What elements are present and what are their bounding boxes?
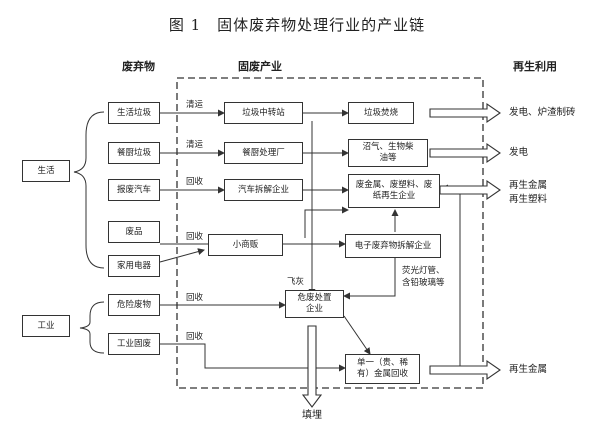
node-vendor: 小商贩 xyxy=(208,234,283,256)
node-biogas-line2: 油等 xyxy=(379,153,397,163)
label-recover-3: 回收 xyxy=(186,293,204,303)
label-landfill: 填埋 xyxy=(302,410,322,421)
source-industrial: 工业固废 xyxy=(108,333,160,355)
header-reuse: 再生利用 xyxy=(513,60,557,73)
brace-life xyxy=(73,111,105,269)
node-metal-recovery: 单一（贵、稀 有）金属回收 xyxy=(345,354,420,384)
label-fly-ash: 飞灰 xyxy=(287,277,305,287)
node-transfer-station: 垃圾中转站 xyxy=(224,102,303,124)
header-industry: 固废产业 xyxy=(238,60,282,73)
node-incineration: 垃圾焚烧 xyxy=(348,102,414,124)
output-renew-metal: 再生金属 xyxy=(509,180,548,191)
node-metal-line2: 有）金属回收 xyxy=(356,369,408,379)
output-power: 发电 xyxy=(509,147,529,158)
source-waste-goods: 废品 xyxy=(108,221,160,243)
landfill-arrow xyxy=(301,325,323,408)
source-scrap-car: 报废汽车 xyxy=(108,179,160,201)
node-car-dismantling: 汽车拆解企业 xyxy=(224,179,303,201)
figure-title: 图 1 固体废弃物处理行业的产业链 xyxy=(168,16,426,34)
node-recycling-line1: 废金属、废塑料、废 xyxy=(355,180,433,190)
output-arrow-2 xyxy=(429,142,501,164)
group-life: 生活 xyxy=(22,160,70,182)
source-domestic: 生活垃圾 xyxy=(108,102,160,124)
node-biogas: 沼气、生物柴 油等 xyxy=(348,139,428,167)
node-hazardous-disposal: 危废处置 企业 xyxy=(285,290,344,318)
group-industry: 工业 xyxy=(22,315,70,337)
label-recover-2: 回收 xyxy=(186,232,204,242)
source-hazardous: 危险废物 xyxy=(108,294,160,316)
node-recycling: 废金属、废塑料、废 纸再生企业 xyxy=(348,174,440,208)
industry-boundary xyxy=(176,77,484,389)
node-metal-line1: 单一（贵、稀 xyxy=(356,358,408,368)
output-power-bricks: 发电、炉渣制砖 xyxy=(509,107,576,118)
node-recycling-line2: 纸再生企业 xyxy=(372,191,416,201)
node-ewaste: 电子废弃物拆解企业 xyxy=(345,234,441,258)
output-renew-metal-2: 再生金属 xyxy=(509,364,548,375)
label-lamps-line1: 荧光灯管、 xyxy=(402,266,445,276)
output-arrow-3 xyxy=(439,179,501,201)
header-waste: 废弃物 xyxy=(122,60,155,73)
node-hazard-line2: 企业 xyxy=(305,304,323,314)
label-lamps-line2: 含铅玻璃等 xyxy=(402,278,445,288)
output-arrow-4 xyxy=(429,359,501,381)
label-recover-4: 回收 xyxy=(186,332,204,342)
label-collect-2: 清运 xyxy=(186,140,204,150)
node-hazard-line1: 危废处置 xyxy=(297,293,332,303)
brace-industry xyxy=(79,301,105,354)
node-kitchen-plant: 餐厨处理厂 xyxy=(224,142,303,164)
node-biogas-line1: 沼气、生物柴 xyxy=(362,142,414,152)
source-kitchen: 餐厨垃圾 xyxy=(108,142,160,164)
output-arrow-1 xyxy=(429,102,501,124)
label-collect-1: 清运 xyxy=(186,100,204,110)
source-appliance: 家用电器 xyxy=(108,255,160,277)
output-renew-plastic: 再生塑料 xyxy=(509,194,548,205)
label-recover-1: 回收 xyxy=(186,177,204,187)
